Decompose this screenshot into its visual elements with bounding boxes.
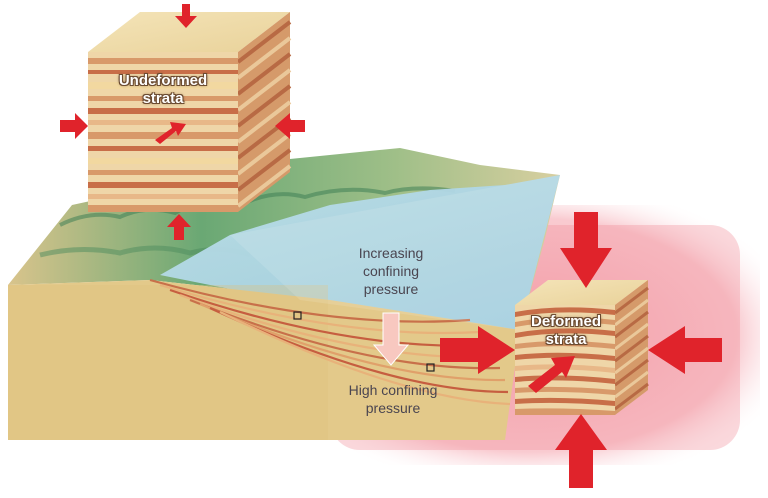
deformed-right-stripes	[614, 286, 649, 411]
undeformed-shear-arrow	[155, 122, 186, 144]
deformed-strata-label: Deformed strata	[530, 313, 601, 348]
deformed-shear-arrow	[528, 356, 575, 393]
deformed-arrow-top	[560, 212, 612, 288]
deformed-front-stripes	[515, 307, 615, 415]
marker-square-2	[426, 363, 435, 372]
undeformed-arrow-left	[60, 113, 88, 139]
deformed-arrow-left	[440, 326, 515, 374]
undeformed-right-stripes	[236, 20, 292, 208]
undeformed-strata-label: Undeformed strata	[118, 72, 208, 107]
sea-surface	[160, 175, 560, 330]
increasing-pressure-label: Increasing confining pressure	[358, 245, 424, 297]
undeformed-arrow-bottom	[167, 214, 191, 240]
undeformed-cube	[88, 12, 292, 212]
pressure-arrow-down	[372, 312, 410, 366]
undeformed-arrow-top	[175, 4, 197, 28]
undeformed-top-face	[88, 12, 290, 52]
marker-square-1	[293, 311, 302, 320]
block-front-texture	[8, 285, 328, 440]
deformed-arrow-right	[648, 326, 722, 374]
deformed-arrow-bottom	[555, 414, 607, 488]
high-pressure-label: High confining pressure	[348, 382, 438, 416]
overlay-fade	[230, 175, 560, 330]
deformed-top-face	[515, 280, 648, 305]
deformed-cube	[515, 280, 649, 415]
undeformed-arrow-right	[275, 113, 305, 139]
